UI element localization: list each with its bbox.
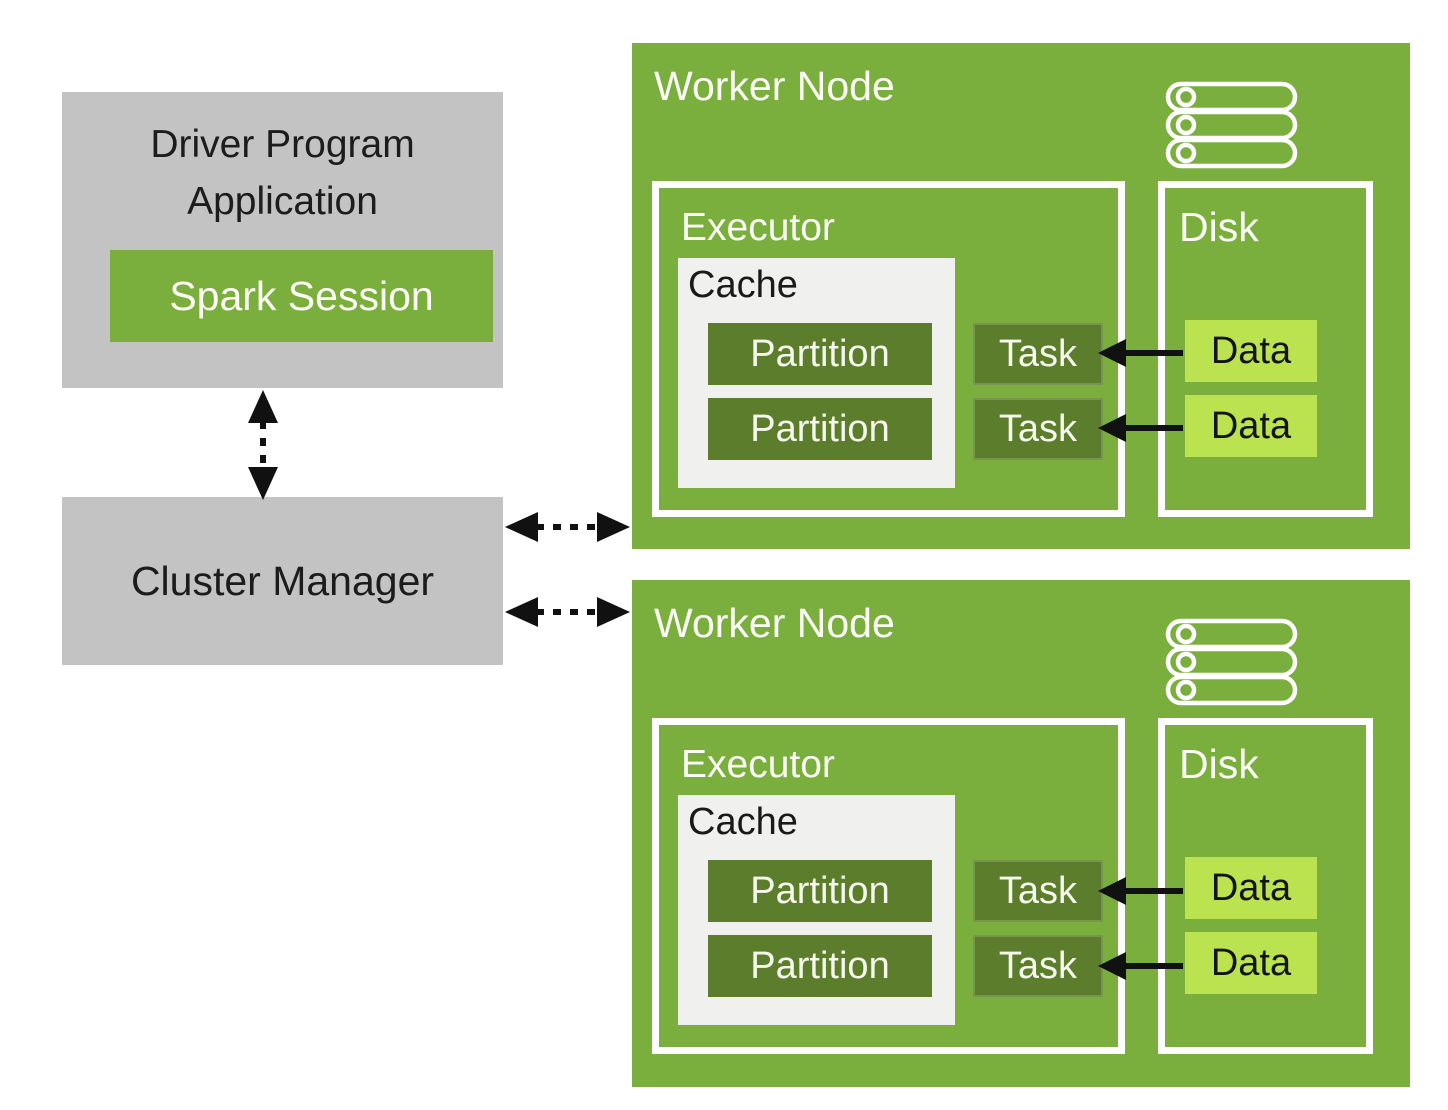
data-chip: Data: [1185, 320, 1317, 382]
executor-box: Executor Cache Partition Partition Task …: [652, 718, 1125, 1054]
disk-box: Disk Data Data: [1158, 181, 1373, 517]
cache-box: Cache Partition Partition: [678, 258, 955, 488]
cache-label: Cache: [688, 264, 798, 306]
worker-node-title: Worker Node: [654, 63, 895, 109]
disk-label: Disk: [1179, 204, 1259, 250]
cluster-worker2-arrow: [505, 597, 630, 627]
data-chip: Data: [1185, 932, 1317, 994]
cache-label: Cache: [688, 801, 798, 843]
worker-node-title: Worker Node: [654, 600, 895, 646]
driver-program-title-line1: Driver Program: [150, 123, 415, 166]
disk-label: Disk: [1179, 741, 1259, 787]
cache-box: Cache Partition Partition: [678, 795, 955, 1025]
task-chip: Task: [973, 323, 1103, 385]
worker-node-2: Worker Node Executor Cache Partition Par…: [632, 580, 1410, 1087]
partition-chip: Partition: [708, 935, 932, 997]
driver-program-title-line2: Application: [187, 180, 378, 223]
executor-box: Executor Cache Partition Partition Task …: [652, 181, 1125, 517]
driver-cluster-arrow: [248, 390, 278, 500]
partition-chip: Partition: [708, 860, 932, 922]
partition-chip: Partition: [708, 398, 932, 460]
task-chip: Task: [973, 398, 1103, 460]
executor-label: Executor: [681, 743, 835, 786]
driver-program-title: Driver Program Application: [62, 116, 503, 230]
driver-program-box: Driver Program Application Spark Session: [62, 92, 503, 388]
data-chip: Data: [1185, 395, 1317, 457]
worker-node-1: Worker Node Executor Cache Partition Par…: [632, 43, 1410, 549]
data-chip: Data: [1185, 857, 1317, 919]
spark-session-label: Spark Session: [169, 272, 434, 319]
task-chip: Task: [973, 860, 1103, 922]
cluster-manager-label: Cluster Manager: [130, 557, 435, 604]
spark-session-box: Spark Session: [110, 250, 493, 342]
task-chip: Task: [973, 935, 1103, 997]
disk-box: Disk Data Data: [1158, 718, 1373, 1054]
cluster-manager-box: Cluster Manager: [62, 497, 503, 665]
database-stack-icon: [1165, 81, 1298, 169]
database-stack-icon: [1165, 618, 1298, 706]
executor-label: Executor: [681, 206, 835, 249]
partition-chip: Partition: [708, 323, 932, 385]
cluster-worker1-arrow: [505, 512, 630, 542]
